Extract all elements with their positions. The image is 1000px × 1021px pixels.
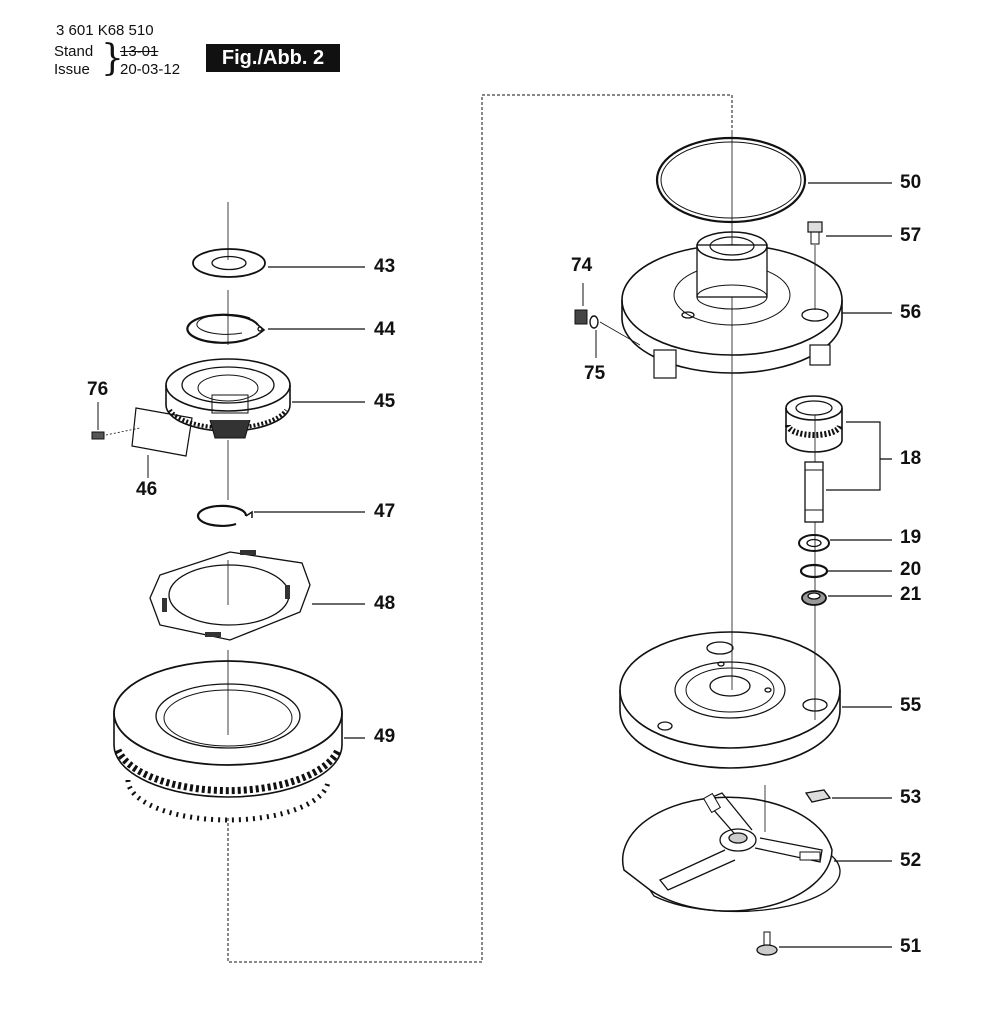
part-label-75: 75	[584, 363, 606, 384]
stand-value: 13-01	[120, 43, 159, 60]
part-74-set-screw	[574, 309, 588, 325]
part-label-51: 51	[900, 936, 922, 957]
part-46-label-plate	[131, 407, 193, 457]
issue-value: 20-03-12	[120, 61, 181, 78]
part-75-small-o-ring	[589, 315, 599, 329]
figure-label: Fig./Abb. 2	[206, 44, 340, 72]
part-label-76: 76	[87, 379, 109, 400]
part-label-49: 49	[374, 726, 396, 747]
part-label-45: 45	[374, 391, 396, 412]
part-number-header: 3 601 K68 510	[56, 22, 154, 39]
part-18-pinion-shaft	[785, 395, 843, 523]
part-49-toothed-ring	[113, 660, 343, 823]
part-51-screw	[756, 931, 778, 956]
part-56-flange-housing	[621, 231, 843, 379]
part-label-52: 52	[900, 850, 922, 871]
part-55-disc	[619, 631, 841, 769]
part-label-48: 48	[374, 593, 396, 614]
issue-label: Issue	[54, 61, 90, 78]
part-76-screw	[91, 431, 105, 440]
part-50-o-ring	[655, 136, 807, 224]
part-label-50: 50	[900, 172, 922, 193]
part-label-53: 53	[900, 787, 922, 808]
part-43-washer	[192, 248, 266, 278]
part-48-ring-plate	[149, 550, 311, 641]
part-45-gear-hub	[165, 358, 291, 439]
part-label-56: 56	[900, 302, 922, 323]
part-label-46: 46	[136, 479, 158, 500]
part-label-43: 43	[374, 256, 396, 277]
part-label-55: 55	[900, 695, 922, 716]
part-label-47: 47	[374, 501, 396, 522]
part-label-20: 20	[900, 559, 922, 580]
part-52-blade-disc	[621, 792, 841, 913]
part-label-44: 44	[374, 319, 396, 340]
stand-label: Stand	[54, 43, 94, 60]
connector-line	[227, 94, 733, 963]
part-53-nut	[804, 789, 832, 803]
part-20-ring	[799, 563, 829, 579]
part-label-21: 21	[900, 584, 922, 605]
part-label-19: 19	[900, 527, 922, 548]
part-57-screw	[807, 221, 823, 245]
part-label-57: 57	[900, 225, 922, 246]
part-label-18: 18	[900, 448, 922, 469]
part-label-74: 74	[571, 255, 593, 276]
part-44-circlip	[186, 313, 266, 344]
part-21-bushing	[801, 590, 827, 606]
part-19-washer	[798, 534, 830, 552]
part-47-circlip	[196, 504, 253, 527]
brace-icon: }	[101, 38, 124, 79]
